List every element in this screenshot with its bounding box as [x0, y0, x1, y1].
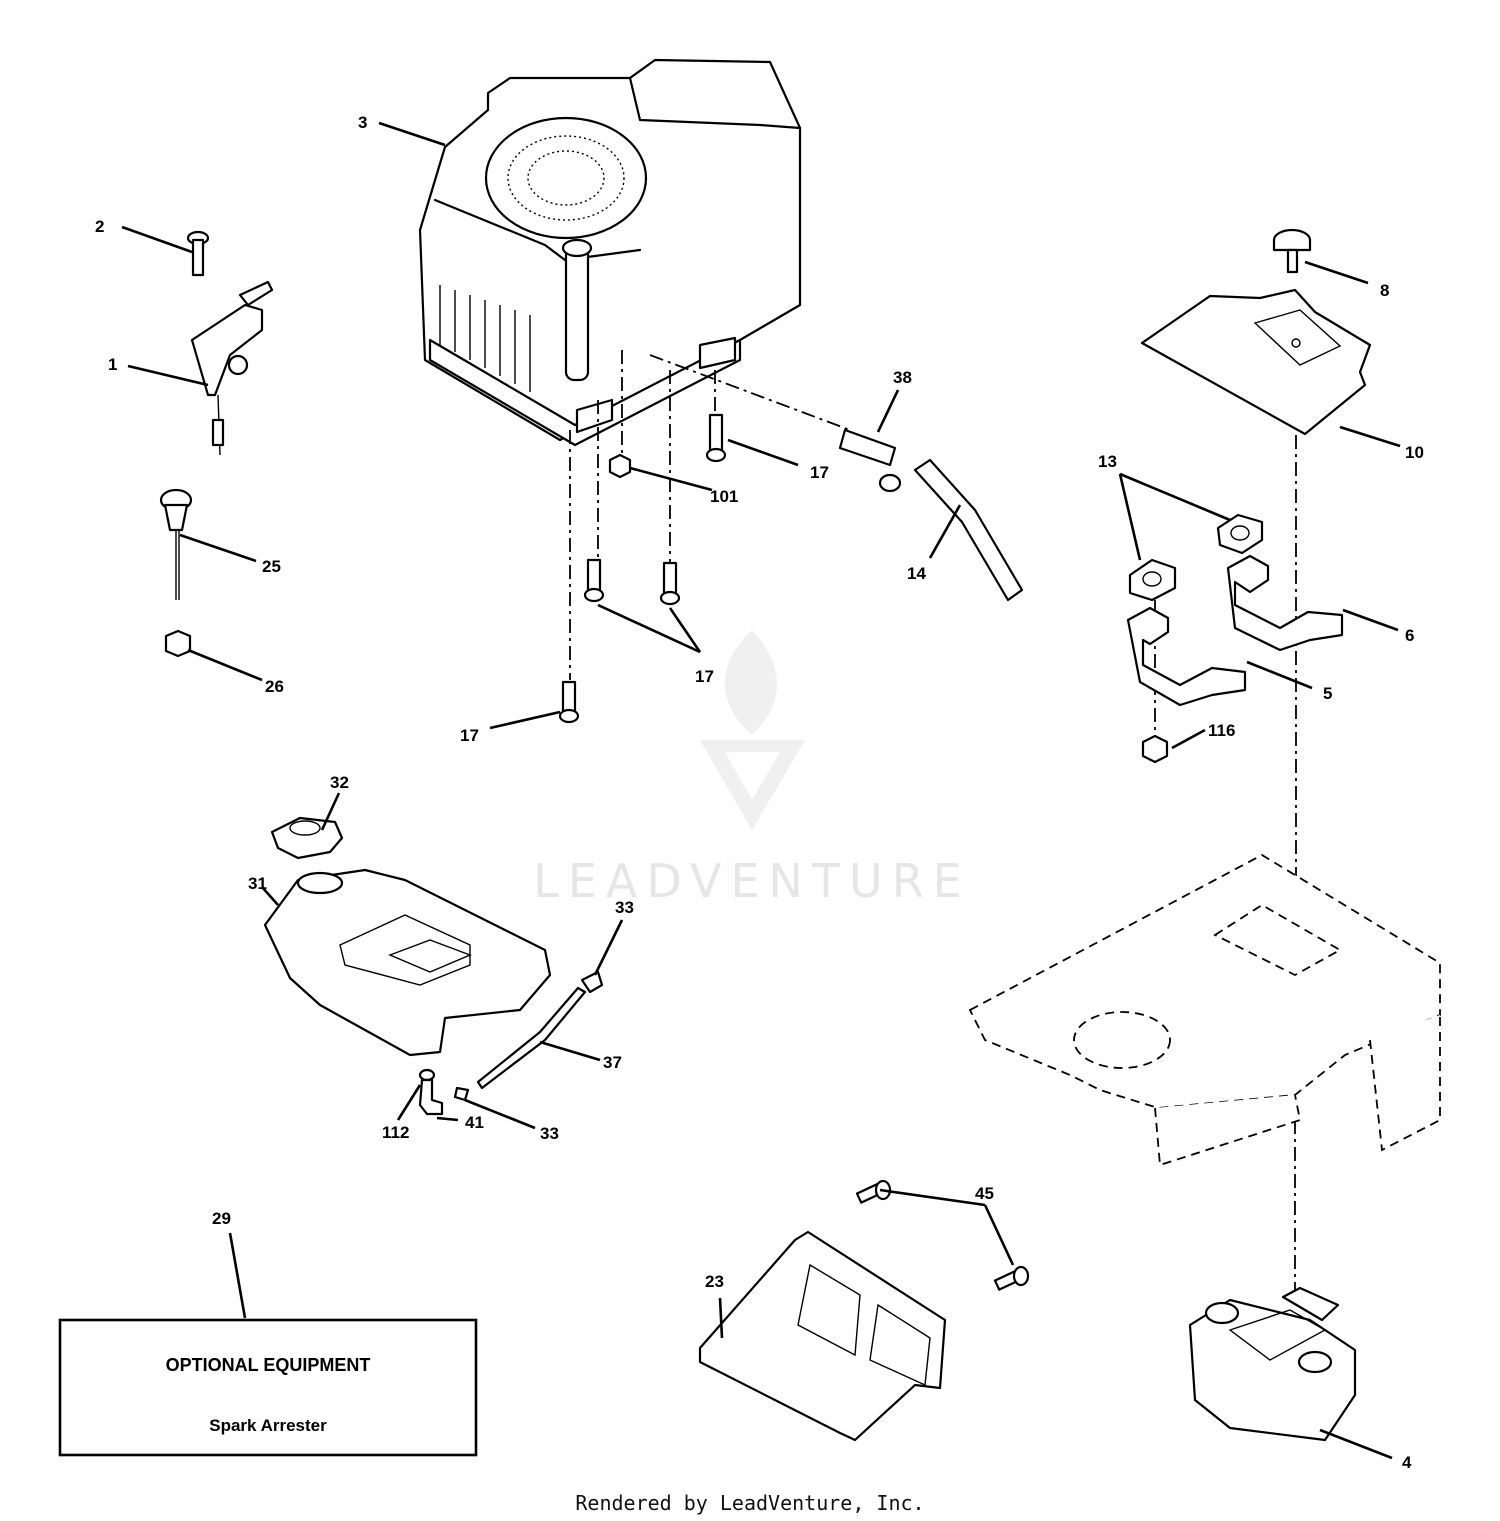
- jam-nut-part: [164, 629, 192, 658]
- engine-bolts: [558, 413, 727, 724]
- callout-33-bottom: 33: [540, 1124, 559, 1143]
- muffler-bracket-part: [698, 1230, 947, 1442]
- callout-1: 1: [108, 355, 117, 374]
- watermark-brand-text: LEADVENTURE: [533, 854, 971, 908]
- fuel-cap-part: [270, 816, 344, 860]
- optional-equipment-box: OPTIONAL EQUIPMENT Spark Arrester: [58, 1318, 478, 1457]
- callout-17-middle: 17: [695, 667, 714, 686]
- callout-116: 116: [1208, 721, 1235, 740]
- callout-3: 3: [358, 113, 367, 132]
- callout-14: 14: [907, 564, 926, 583]
- fuel-hose-part: [453, 970, 604, 1102]
- callout-8: 8: [1380, 281, 1389, 300]
- muffler-part: [1188, 1286, 1357, 1442]
- callout-numbers: 1 2 3 4 5 6 8 10 13 14 17 17 17 23 25 26…: [95, 113, 1424, 1472]
- heat-shield-part: [1140, 288, 1372, 436]
- callout-33-top: 33: [615, 898, 634, 917]
- callout-45: 45: [975, 1184, 994, 1203]
- callout-2: 2: [95, 217, 104, 236]
- shutoff-valve-part: [418, 1068, 444, 1116]
- callout-26: 26: [265, 677, 284, 696]
- callout-112: 112: [382, 1123, 409, 1142]
- footer-credit: Rendered by LeadVenture, Inc.: [575, 1491, 924, 1515]
- callout-25: 25: [262, 557, 281, 576]
- exhaust-pipe-part: [1126, 554, 1344, 707]
- bolt-part: [855, 1179, 1030, 1291]
- callout-38: 38: [893, 368, 912, 387]
- fuel-tank-part: [263, 868, 552, 1057]
- callout-41: 41: [465, 1113, 484, 1132]
- leadventure-watermark-logo: [700, 630, 805, 830]
- chassis-frame-reference: [968, 853, 1441, 1167]
- throttle-control-part: [190, 280, 274, 456]
- callout-17-top: 17: [810, 463, 829, 482]
- callout-10: 10: [1405, 443, 1424, 462]
- callout-6: 6: [1405, 626, 1414, 645]
- fuel-filter-part: [838, 428, 1024, 602]
- callout-29: 29: [212, 1209, 231, 1228]
- choke-control-part: [159, 488, 193, 600]
- callout-23: 23: [705, 1272, 724, 1291]
- callout-4: 4: [1402, 1453, 1412, 1472]
- gasket-part: [1128, 513, 1264, 602]
- callout-5: 5: [1323, 684, 1332, 703]
- engine-part: [418, 58, 802, 447]
- leader-lines: [121, 121, 1401, 1460]
- optional-equipment-item: Spark Arrester: [209, 1416, 327, 1435]
- callout-32: 32: [330, 773, 349, 792]
- knob-part: [1272, 228, 1312, 274]
- callout-31: 31: [248, 874, 267, 893]
- screw-part: [186, 230, 210, 277]
- flange-nut-part: [1141, 734, 1169, 764]
- callout-37: 37: [603, 1053, 622, 1072]
- optional-equipment-title: OPTIONAL EQUIPMENT: [166, 1355, 371, 1375]
- callout-17-bottom: 17: [460, 726, 479, 745]
- callout-13: 13: [1098, 452, 1117, 471]
- callout-101: 101: [710, 487, 738, 506]
